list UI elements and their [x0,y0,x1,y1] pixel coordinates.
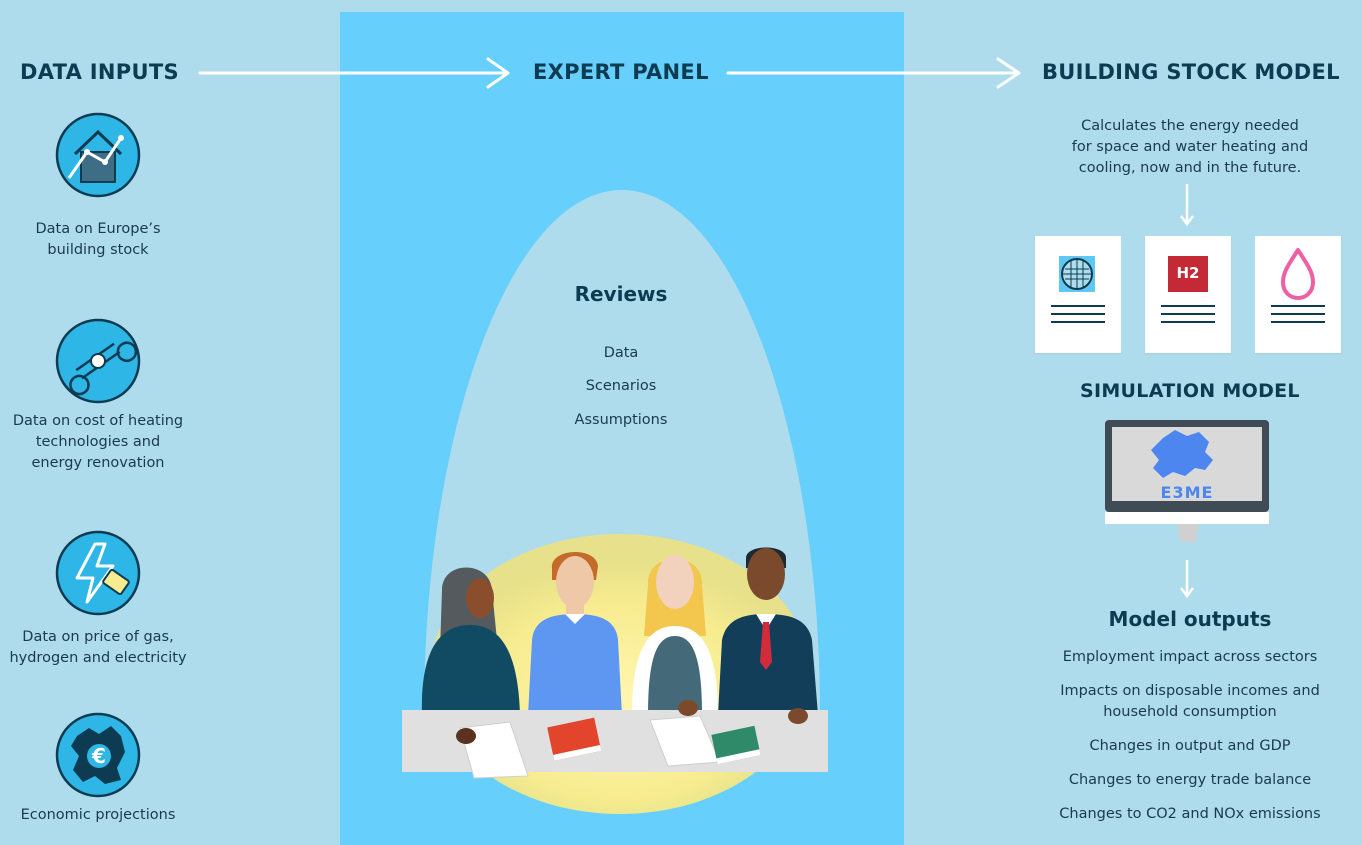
arrow-to-expert-panel [198,57,510,89]
building-stock-description: Calculates the energy needed for space a… [1071,118,1309,176]
simulation-model-heading: SIMULATION MODEL [1080,380,1300,402]
svg-text:€: € [91,744,106,768]
review-item-data: Data [603,345,639,361]
hydrogen-icon [1161,256,1215,323]
doc-heat-pump [1035,236,1121,353]
arrow-to-building-stock [726,57,1021,89]
doc-hydrogen: H2 [1145,236,1231,353]
expert-panel-people-illustration [402,547,828,779]
europe-euro-icon: € [55,712,141,798]
expert-panel-heading: EXPERT PANEL [533,60,709,84]
expert-person-4 [718,547,818,715]
input-label-building-stock: Data on Europe’s building stock [35,221,161,258]
output-item-incomes: Impacts on disposable incomes and househ… [1060,683,1320,720]
arrow-down-to-docs [1180,184,1194,227]
expert-person-2 [528,551,622,715]
doc-gas [1255,236,1341,353]
review-item-assumptions: Assumptions [574,412,668,428]
monitor-label: E3ME [1160,483,1214,502]
output-item-trade-balance: Changes to energy trade balance [1068,772,1312,788]
house-chart-icon [55,112,141,198]
gas-flame-icon [1271,248,1325,323]
output-item-emissions: Changes to CO2 and NOx emissions [1059,806,1321,822]
input-label-economic: Economic projections [20,807,176,823]
computer-monitor-icon [1105,420,1269,542]
reviews-title: Reviews [574,282,668,306]
arrow-down-to-outputs [1180,560,1194,599]
data-inputs-heading: DATA INPUTS [20,60,179,84]
output-item-gdp: Changes in output and GDP [1089,738,1291,754]
input-label-cost: Data on cost of heating technologies and… [12,413,184,471]
expert-person-3 [632,555,718,715]
building-stock-model-heading: BUILDING STOCK MODEL [1042,60,1340,84]
input-label-price: Data on price of gas, hydrogen and elect… [9,629,187,666]
output-item-employment: Employment impact across sectors [1062,649,1318,665]
hydrogen-label: H2 [1176,264,1200,282]
lightning-price-tag-icon [55,530,141,616]
model-outputs-title: Model outputs [1108,607,1272,631]
flow-arrows [198,57,1021,89]
expert-person-1 [421,567,520,715]
wrench-coin-icon [55,318,141,404]
review-item-scenarios: Scenarios [585,378,657,394]
heat-pump-grid-icon [1051,256,1105,323]
